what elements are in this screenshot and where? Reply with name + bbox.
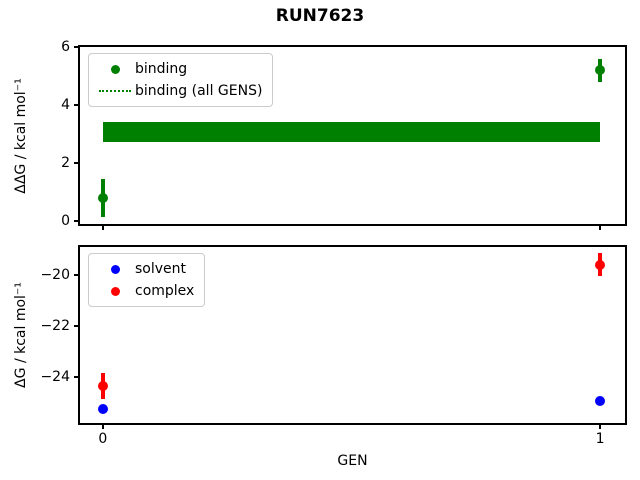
figure-title: RUN7623 xyxy=(275,6,365,26)
legend-item: solvent xyxy=(95,258,194,280)
data-point-solvent xyxy=(595,396,606,407)
y-tick-mark xyxy=(74,162,78,165)
legend-marker-zone xyxy=(95,64,135,74)
y-tick-mark xyxy=(74,220,78,223)
x-tick-mark xyxy=(101,226,104,230)
y-tick-mark xyxy=(74,104,78,107)
data-point-binding xyxy=(97,192,108,203)
y-tick-mark xyxy=(74,46,78,48)
complex-marker-icon xyxy=(110,286,120,296)
legend-label: solvent xyxy=(135,261,187,277)
legend-marker-zone xyxy=(95,286,135,296)
data-point-solvent xyxy=(97,403,108,414)
binding (all GENS)-marker-icon xyxy=(99,90,131,92)
y-tick-label: −20 xyxy=(40,267,70,284)
bottom-legend: solvent complex xyxy=(88,253,206,307)
x-tick-mark xyxy=(101,425,104,429)
x-tick-label: 0 xyxy=(98,431,108,447)
x-axis-label: GEN xyxy=(337,453,368,469)
y-tick-label: 2 xyxy=(61,155,70,172)
top-plot-area: binding binding (all GENS) 0 2 4 6 xyxy=(61,39,627,230)
bottom-plot-area: solvent complex −20 −22 −24 0 1 xyxy=(40,245,627,447)
y-tick-mark xyxy=(74,274,78,277)
y-tick-mark xyxy=(74,325,78,328)
y-tick-mark xyxy=(74,376,78,379)
x-tick-label: 1 xyxy=(595,431,605,447)
y-tick-label: −24 xyxy=(40,369,70,386)
legend-marker-zone xyxy=(95,264,135,274)
legend-label: complex xyxy=(135,283,195,299)
data-point-complex xyxy=(97,381,108,391)
x-tick-mark xyxy=(599,425,602,429)
y-tick-label: 4 xyxy=(61,97,70,114)
legend-item: binding xyxy=(95,58,262,80)
data-point-binding xyxy=(595,65,606,76)
data-point-complex xyxy=(595,259,606,270)
y-tick-label: 0 xyxy=(61,213,70,230)
y-tick-label: 6 xyxy=(61,39,70,55)
bottom-y-axis-label: ΔG / kcal mol⁻¹ xyxy=(13,282,29,388)
solvent-marker-icon xyxy=(110,264,120,274)
legend-label: binding xyxy=(135,61,188,77)
top-legend: binding binding (all GENS) xyxy=(88,53,274,107)
x-tick-mark xyxy=(599,226,602,230)
y-tick-label: −22 xyxy=(40,318,70,335)
binding-marker-icon xyxy=(110,64,120,74)
legend-item: binding (all GENS) xyxy=(95,80,262,102)
all-gens-band xyxy=(102,122,601,143)
legend-item: complex xyxy=(95,280,194,302)
legend-marker-zone xyxy=(95,90,135,92)
legend-label: binding (all GENS) xyxy=(135,83,263,99)
